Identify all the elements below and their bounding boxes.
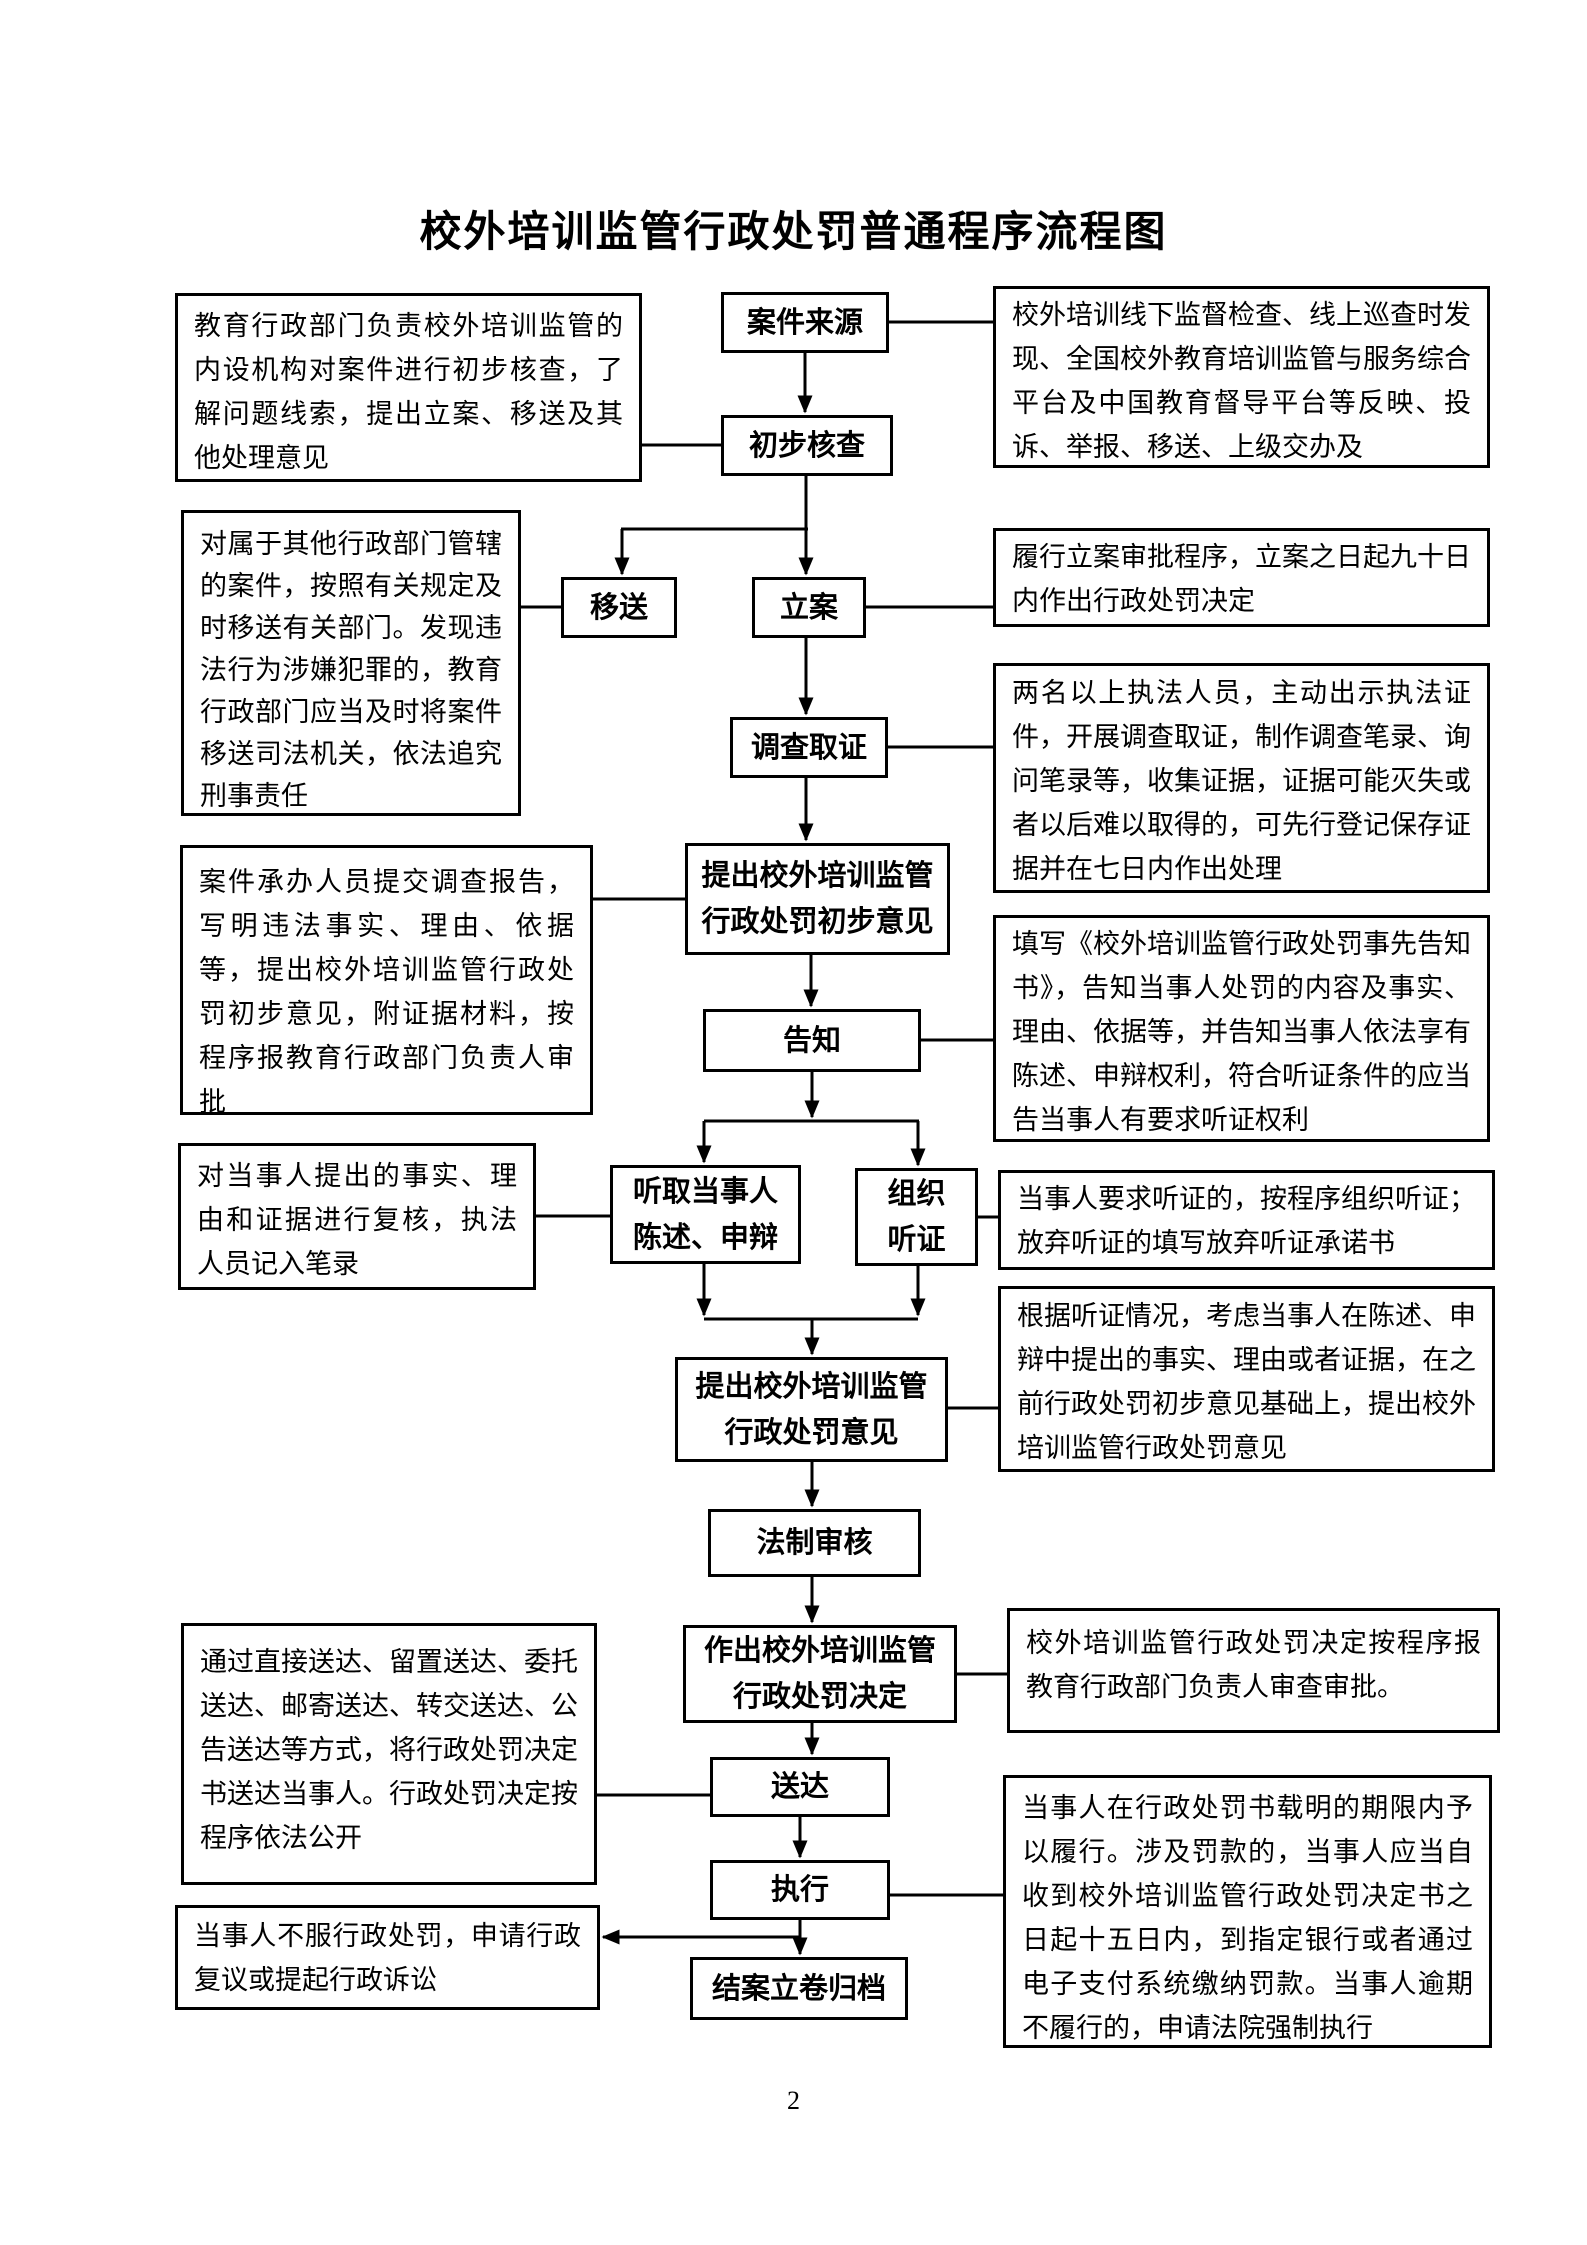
note-left-preliminary-check: 教育行政部门负责校外培训监管的内设机构对案件进行初步核查，了解问题线索，提出立案… bbox=[175, 293, 642, 482]
note-left-service: 通过直接送达、留置送达、委托送达、邮寄送达、转交送达、公告送达等方式，将行政处罚… bbox=[181, 1623, 597, 1885]
note-left-hear-statement: 对当事人提出的事实、理由和证据进行复核，执法人员记入笔录 bbox=[178, 1143, 536, 1290]
document-title: 校外培训监管行政处罚普通程序流程图 bbox=[419, 208, 1168, 255]
node-preliminary-opinion: 提出校外培训监管行政处罚初步意见 bbox=[685, 843, 950, 955]
node-hear-statement: 听取当事人陈述、申辩 bbox=[610, 1165, 801, 1264]
note-right-punishment-opinion: 根据听证情况，考虑当事人在陈述、申辩中提出的事实、理由或者证据，在之前行政处罚初… bbox=[998, 1286, 1495, 1472]
node-organize-hearing: 组织听证 bbox=[855, 1168, 978, 1266]
node-punishment-opinion: 提出校外培训监管行政处罚意见 bbox=[675, 1357, 948, 1462]
node-legal-review: 法制审核 bbox=[708, 1509, 921, 1577]
node-transfer: 移送 bbox=[561, 577, 677, 638]
note-left-appeal: 当事人不服行政处罚，申请行政复议或提起行政诉讼 bbox=[175, 1905, 600, 2010]
node-service: 送达 bbox=[710, 1757, 890, 1817]
node-punishment-decision: 作出校外培训监管行政处罚决定 bbox=[683, 1625, 957, 1723]
note-right-hearing: 当事人要求听证的，按程序组织听证；放弃听证的填写放弃听证承诺书 bbox=[998, 1170, 1495, 1270]
note-right-investigation: 两名以上执法人员，主动出示执法证件，开展调查取证，制作调查笔录、询问笔录等，收集… bbox=[993, 663, 1490, 893]
page-number: 2 bbox=[787, 2086, 800, 2115]
node-notification: 告知 bbox=[703, 1009, 921, 1072]
note-right-filing: 履行立案审批程序，立案之日起九十日内作出行政处罚决定 bbox=[993, 528, 1490, 627]
node-execution: 执行 bbox=[710, 1860, 890, 1920]
note-right-notification: 填写《校外培训监管行政处罚事先告知书》，告知当事人处罚的内容及事实、理由、依据等… bbox=[993, 915, 1490, 1142]
node-preliminary-check: 初步核查 bbox=[721, 415, 893, 476]
note-left-transfer: 对属于其他行政部门管辖的案件，按照有关规定及时移送有关部门。发现违法行为涉嫌犯罪… bbox=[181, 510, 521, 816]
node-filing: 立案 bbox=[752, 577, 866, 638]
note-right-case-source: 校外培训线下监督检查、线上巡查时发现、全国校外教育培训监管与服务综合平台及中国教… bbox=[993, 286, 1490, 468]
note-right-execution: 当事人在行政处罚书载明的期限内予以履行。涉及罚款的，当事人应当自收到校外培训监管… bbox=[1003, 1775, 1492, 2048]
note-left-preliminary-opinion: 案件承办人员提交调查报告，写明违法事实、理由、依据等，提出校外培训监管行政处罚初… bbox=[180, 845, 593, 1115]
node-archive: 结案立卷归档 bbox=[690, 1957, 908, 2020]
note-right-decision: 校外培训监管行政处罚决定按程序报教育行政部门负责人审查审批。 bbox=[1007, 1608, 1500, 1733]
node-investigation: 调查取证 bbox=[730, 717, 888, 778]
node-case-source: 案件来源 bbox=[721, 292, 889, 353]
